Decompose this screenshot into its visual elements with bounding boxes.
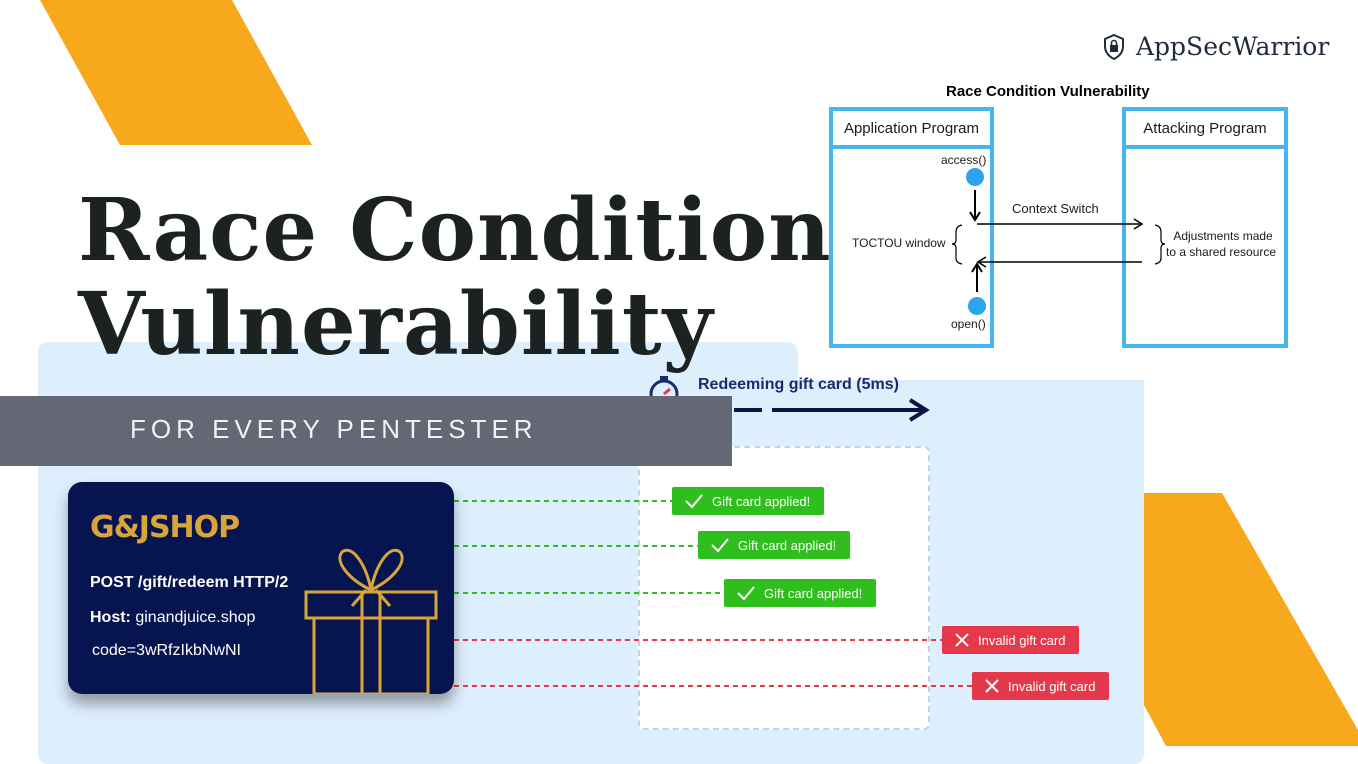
gift-box-icon <box>304 548 438 694</box>
check-icon <box>685 494 703 509</box>
request-line: POST /gift/redeem HTTP/2 <box>90 574 289 591</box>
close-icon <box>985 679 999 693</box>
page-title: Race Condition Vulnerability <box>78 184 832 372</box>
title-line-1: Race Condition <box>78 180 832 281</box>
shield-lock-icon <box>1104 33 1124 60</box>
result-badge-error: Invalid gift card <box>972 672 1110 700</box>
brand-name: AppSecWarrior <box>1136 32 1330 61</box>
result-badge-error: Invalid gift card <box>942 626 1080 654</box>
result-badge-success: Gift card applied! <box>724 579 877 607</box>
lane-header-application: Application Program <box>833 111 990 149</box>
close-icon <box>955 633 969 647</box>
stopwatch-icon <box>649 376 679 400</box>
subtitle-text: FOR EVERY PENTESTER <box>130 414 538 444</box>
label-open: open() <box>951 317 986 331</box>
result-badge-success: Gift card applied! <box>672 487 825 515</box>
label-toctou-window: TOCTOU window <box>852 236 946 250</box>
request-host: Host: ginandjuice.shop <box>90 609 256 626</box>
result-badge-success: Gift card applied! <box>698 531 851 559</box>
label-context-switch: Context Switch <box>1012 201 1099 216</box>
label-access: access() <box>941 153 987 167</box>
request-body: code=3wRfzIkbNwNI <box>92 642 241 659</box>
brand-logo: AppSecWarrior <box>1102 32 1329 61</box>
redeem-timer-label: Redeeming gift card (5ms) <box>698 376 899 393</box>
diagram-title: Race Condition Vulnerability <box>946 83 1150 100</box>
shop-logo: G&JSHOP <box>90 510 240 545</box>
lane-attacking-program: Attacking Program <box>1122 107 1288 348</box>
subtitle-banner <box>0 396 732 466</box>
lane-header-attacking: Attacking Program <box>1126 111 1284 149</box>
check-icon <box>711 538 729 553</box>
lane-application-program: Application Program <box>829 107 994 348</box>
gift-card-request: G&JSHOP POST /gift/redeem HTTP/2 Host: g… <box>68 482 454 694</box>
title-line-2: Vulnerability <box>78 274 714 375</box>
check-icon <box>737 586 755 601</box>
orange-parallelogram-top <box>40 0 312 145</box>
label-adjustments: Adjustments made to a shared resource <box>1166 229 1277 259</box>
timeline-arrow <box>734 398 930 422</box>
